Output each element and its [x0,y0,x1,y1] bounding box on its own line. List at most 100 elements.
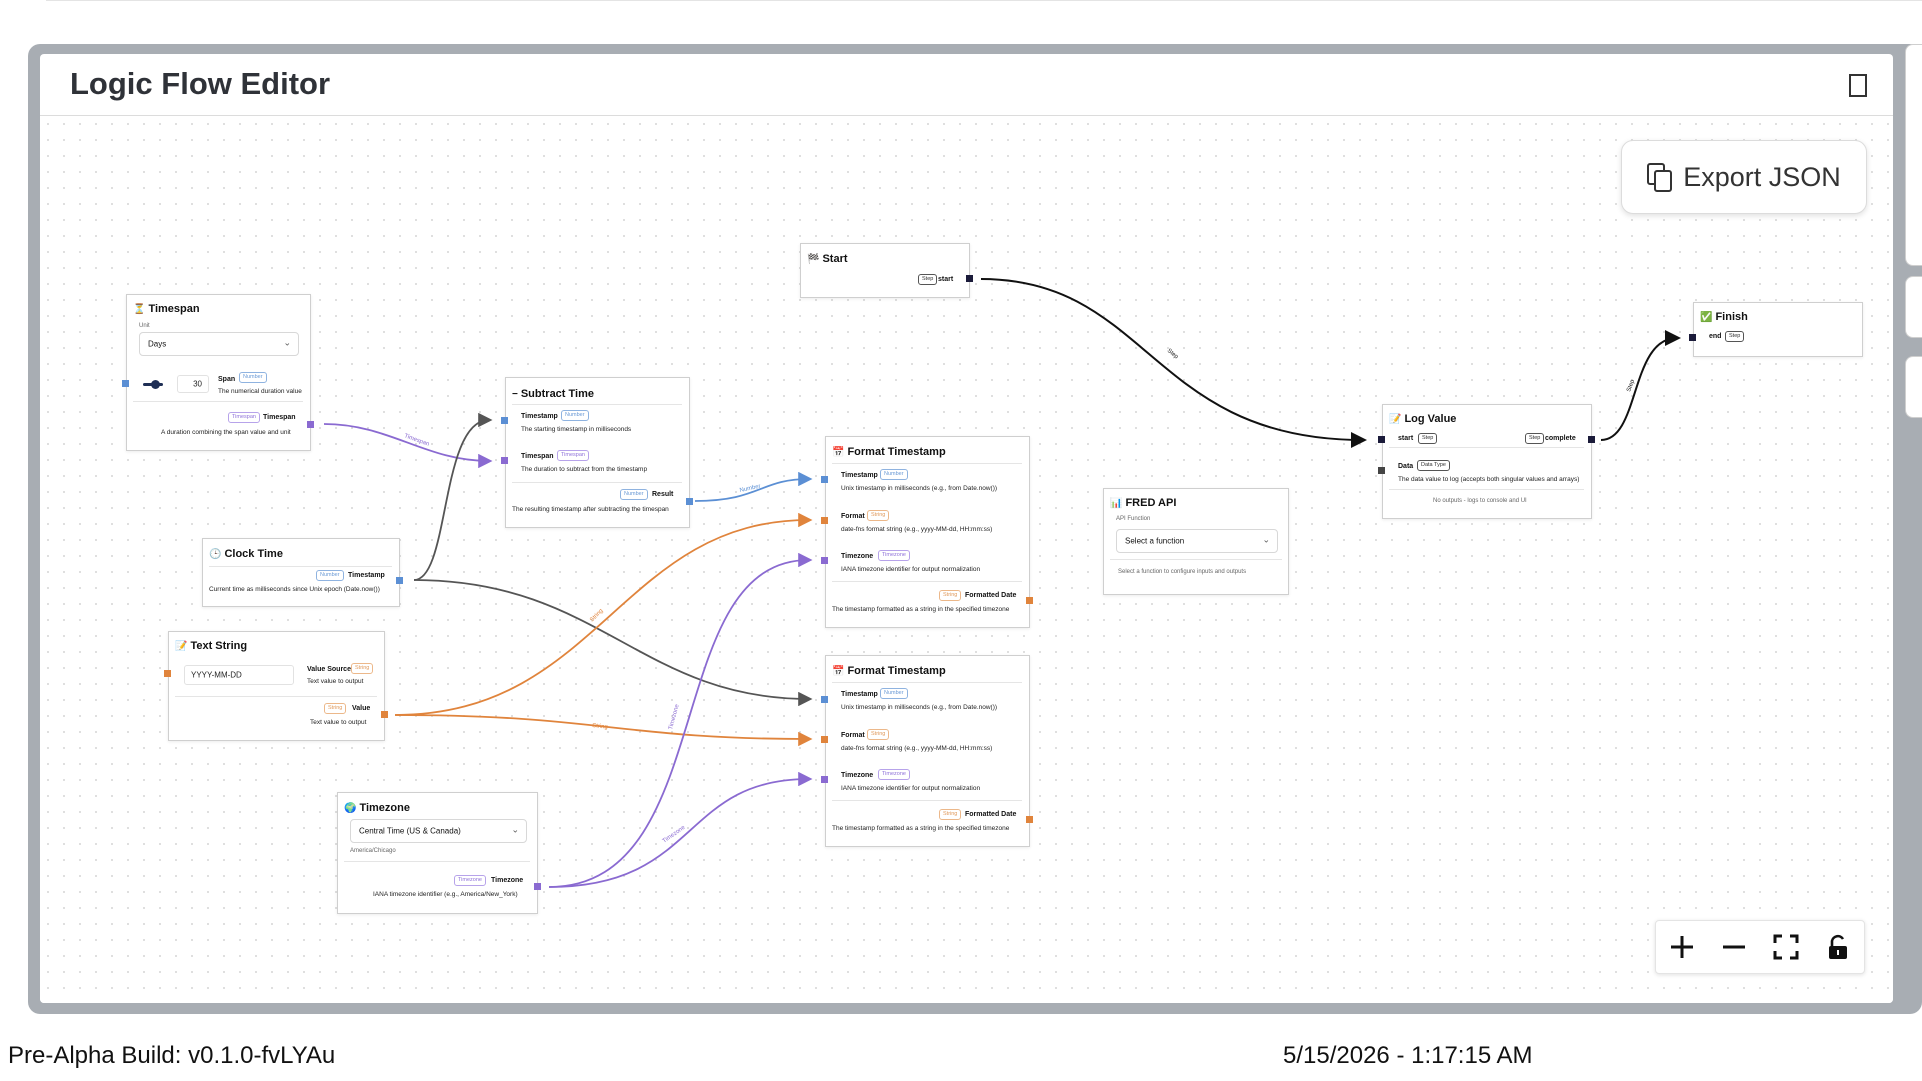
api-function-label: API Function [1116,516,1151,522]
formatted-date-type-badge: String [939,590,962,601]
timezone-input-description: IANA timezone identifier for output norm… [841,785,981,792]
log-start-input-port[interactable] [1378,436,1385,443]
text-value-source-input-port[interactable] [164,670,171,677]
side-panel-edge[interactable] [1905,44,1922,266]
span-label: Span [218,376,236,383]
check-mark-icon: ✅ [1700,312,1713,323]
node-start[interactable]: 🏁Start Step start [800,243,970,298]
timezone-select[interactable]: Central Time (US & Canada) ⌄ [350,819,527,843]
timestamp-input-label: Timestamp [521,413,558,420]
clock-timestamp-output-port[interactable] [396,577,403,584]
minus-icon [1723,945,1745,949]
format2-format-input-port[interactable] [821,736,828,743]
node-timespan[interactable]: ⏳Timespan Unit Days ⌄ 30 Span Number The… [126,294,311,451]
timezone-output-port[interactable] [534,883,541,890]
divider [832,800,1022,801]
zoom-out-button[interactable] [1708,921,1760,973]
subtract-timespan-input-port[interactable] [501,457,508,464]
node-title: 📝Log Value [1389,413,1457,425]
node-subtract-time[interactable]: −Subtract Time Timestamp Number The star… [505,377,690,528]
node-text-string[interactable]: 📝Text String YYYY-MM-DD Value Source Str… [168,631,385,741]
span-input-value: 30 [193,379,202,389]
window-toggle-icon[interactable] [1849,74,1867,97]
result-output-label: Result [652,491,674,498]
lock-toggle-button[interactable] [1812,921,1864,973]
minus-icon: − [512,389,518,400]
timespan-output-port[interactable] [307,421,314,428]
panel-header: Logic Flow Editor [40,54,1893,116]
span-input[interactable]: 30 [177,375,209,393]
export-json-button[interactable]: Export JSON [1621,140,1867,214]
unlock-icon [1829,934,1847,959]
log-data-input-port[interactable] [1378,467,1385,474]
build-version: Pre-Alpha Build: v0.1.0-fvLYAu [8,1042,336,1069]
finish-end-input-port[interactable] [1689,334,1696,341]
end-type-badge: Step [1725,331,1745,342]
format2-timezone-input-port[interactable] [821,776,828,783]
timestamp-type-badge: Number [561,410,589,421]
timezone-type-badge: Timezone [454,875,486,886]
side-panel-edge[interactable] [1905,356,1922,418]
divider [832,682,1022,683]
node-title: 🕒Clock Time [209,548,283,560]
side-panel-edge[interactable] [1905,276,1922,338]
api-function-select[interactable]: Select a function ⌄ [1116,529,1278,553]
node-clock-time[interactable]: 🕒Clock Time Number Timestamp Current tim… [202,538,400,607]
timezone-type-badge: Timezone [878,550,910,561]
timestamp-output-label: Timestamp [348,572,385,579]
chevron-down-icon: ⌄ [511,824,519,835]
fit-view-icon [1773,934,1799,960]
timespan-output-description: A duration combining the span value and … [161,429,291,436]
format2-output-port[interactable] [1026,816,1033,823]
node-fred-api[interactable]: 📊FRED API API Function Select a function… [1103,488,1289,595]
format2-timestamp-input-port[interactable] [821,696,828,703]
node-timezone[interactable]: 🌍Timezone Central Time (US & Canada) ⌄ A… [337,792,538,914]
value-output-label: Value [352,705,371,712]
node-title: ⏳Timespan [133,303,200,315]
format-input-label: Format [841,513,865,520]
start-input-label: start [1398,435,1414,442]
timezone-input-description: IANA timezone identifier for output norm… [841,566,981,573]
format-input-label: Format [841,732,865,739]
canvas-controls [1655,920,1865,974]
subtract-timestamp-input-port[interactable] [501,417,508,424]
divider [344,861,530,862]
timestamp-input-label: Timestamp [841,472,878,479]
format1-format-input-port[interactable] [821,517,828,524]
node-finish[interactable]: ✅Finish end Step [1693,302,1863,357]
format1-output-port[interactable] [1026,597,1033,604]
text-value-input[interactable]: YYYY-MM-DD [184,665,294,685]
timezone-input-label: Timezone [841,553,874,560]
fit-view-button[interactable] [1760,921,1812,973]
divider [1110,559,1282,560]
start-output-label: start [938,276,954,283]
calendar-icon: 📅 [832,666,845,677]
format-input-description: date-fns format string (e.g., yyyy-MM-dd… [841,526,993,533]
timestamp-type-badge: Number [316,570,344,581]
subtract-result-output-port[interactable] [686,498,693,505]
format1-timestamp-input-port[interactable] [821,476,828,483]
copy-icon [1647,163,1673,192]
node-log-value[interactable]: 📝Log Value start Step Step complete Data… [1382,404,1592,519]
node-title: 📅Format Timestamp [832,446,946,458]
timestamp-input-description: The starting timestamp in milliseconds [521,426,632,433]
timestamp-type-badge: Number [880,469,908,480]
start-output-port[interactable] [966,275,973,282]
text-value-output-port[interactable] [381,711,388,718]
zoom-in-button[interactable] [1656,921,1708,973]
divider [175,696,377,697]
node-format-timestamp-2[interactable]: 📅Format Timestamp Timestamp Number Unix … [825,655,1030,847]
node-format-timestamp-1[interactable]: 📅Format Timestamp Timestamp Number Unix … [825,436,1030,628]
unit-select[interactable]: Days ⌄ [139,332,299,356]
result-type-badge: Number [620,489,648,500]
node-title: ✅Finish [1700,311,1748,323]
divider [209,566,392,567]
timespan-span-input-port[interactable] [122,380,129,387]
start-type-badge: Step [918,274,938,285]
node-title: 🏁Start [807,253,848,265]
log-complete-output-port[interactable] [1588,436,1595,443]
clock-icon: 🕒 [209,549,222,560]
format1-timezone-input-port[interactable] [821,557,828,564]
node-title: 📅Format Timestamp [832,665,946,677]
span-slider-handle[interactable] [151,380,160,389]
